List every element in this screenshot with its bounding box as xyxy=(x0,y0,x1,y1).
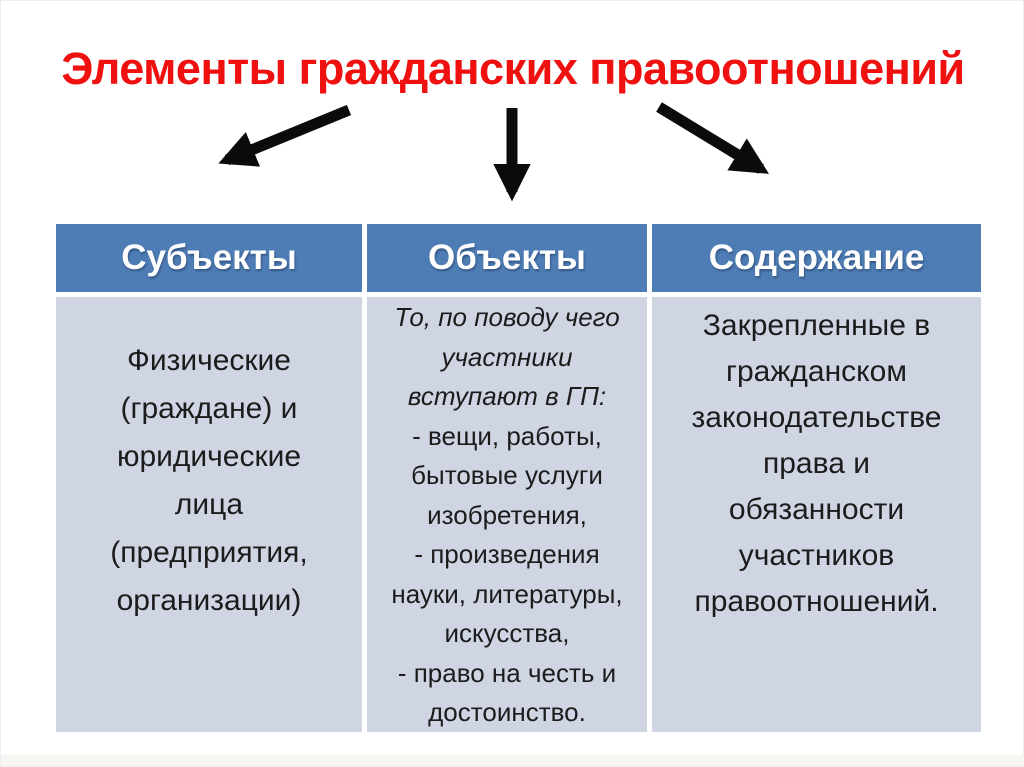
header-cell-objects: Объекты xyxy=(367,224,647,292)
header-cell-subjects: Субъекты xyxy=(56,224,362,292)
table-header-row: Субъекты Объекты Содержание xyxy=(56,224,981,292)
page-title: Элементы гражданских правоотношений xyxy=(61,43,965,94)
arrow-down-left-icon xyxy=(218,104,352,167)
slide-bottom-edge xyxy=(1,755,1024,766)
elements-table: Субъекты Объекты Содержание Физические(г… xyxy=(56,224,981,732)
arrows-graphic xyxy=(218,102,769,202)
header-cell-content: Содержание xyxy=(652,224,981,292)
arrow-down-right-icon xyxy=(656,102,769,174)
